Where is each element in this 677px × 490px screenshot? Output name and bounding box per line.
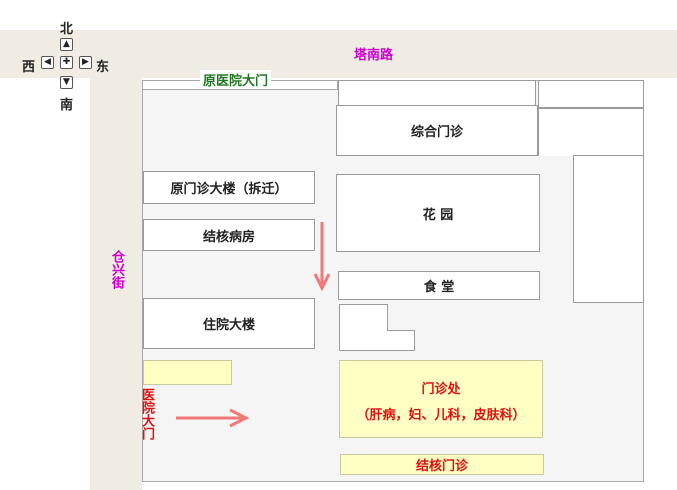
building-tb-clinic[interactable]: 结核门诊	[340, 454, 544, 475]
building-east-tall[interactable]	[573, 155, 644, 303]
pan-down-icon[interactable]: ▼	[60, 76, 73, 89]
compass-south-label: 南	[60, 98, 74, 113]
road-label-tanan: 塔南路	[354, 48, 394, 63]
building-inpatient[interactable]: 住院大楼	[143, 298, 315, 349]
road-cangxing	[90, 78, 142, 490]
building-general-clinic[interactable]: 综合门诊	[336, 105, 538, 156]
building-canteen[interactable]: 食 堂	[338, 271, 540, 300]
arrow-right-icon	[176, 408, 250, 428]
pan-up-icon[interactable]: ▲	[60, 38, 73, 51]
tb-ward-label: 结核病房	[202, 229, 255, 245]
inpatient-label: 住院大楼	[202, 318, 255, 333]
building-small-l-inner-line	[387, 330, 415, 331]
compass-east-label: 东	[96, 60, 110, 75]
pan-right-icon[interactable]: ▶	[79, 56, 92, 69]
road-tanan	[0, 30, 677, 78]
canteen-label: 食 堂	[423, 280, 455, 295]
building-top-small-b[interactable]	[538, 80, 644, 108]
building-east-wing[interactable]	[538, 108, 644, 156]
center-icon[interactable]: ✚	[60, 56, 73, 69]
compass-north-label: 北	[60, 22, 74, 37]
pan-left-icon[interactable]: ◀	[41, 56, 54, 69]
building-outpatient[interactable]: 门诊处 （肝病，妇、儿科，皮肤科）	[339, 360, 543, 438]
tb-clinic-label: 结核门诊	[415, 459, 468, 474]
yellow-block-left[interactable]	[143, 360, 232, 385]
outpatient-subtitle: （肝病，妇、儿科，皮肤科）	[356, 408, 526, 423]
arrow-down-icon	[313, 222, 331, 292]
compass: 北 ▲ 西 ◀ ✚ ▶ 东 ▼ 南	[22, 18, 112, 113]
outpatient-title: 门诊处	[421, 382, 461, 397]
old-gate-label: 原医院大门	[200, 70, 272, 89]
building-garden[interactable]: 花 园	[336, 174, 540, 252]
compass-west-label: 西	[22, 60, 36, 75]
general-clinic-label: 综合门诊	[410, 125, 463, 140]
old-clinic-label: 原门诊大楼（拆迁）	[170, 182, 288, 197]
garden-label: 花 园	[422, 207, 454, 223]
building-small-l-bottom[interactable]	[339, 330, 415, 351]
building-tb-ward[interactable]: 结核病房	[143, 219, 315, 251]
building-old-clinic[interactable]: 原门诊大楼（拆迁）	[143, 171, 315, 204]
main-gate-label: 医院大门	[139, 388, 154, 440]
road-label-cangxing: 仓兴街	[109, 250, 124, 289]
